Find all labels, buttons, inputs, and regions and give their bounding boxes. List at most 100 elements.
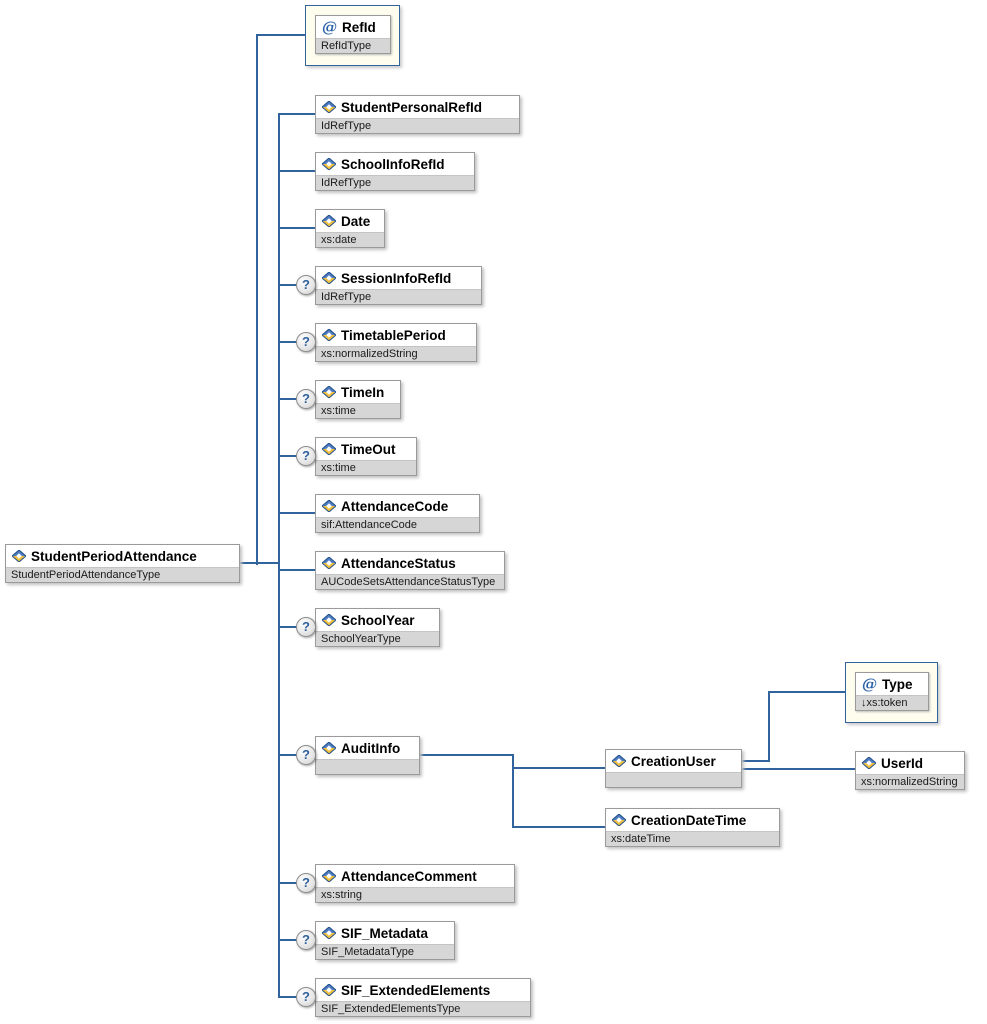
connector-trunk-children [278, 113, 280, 998]
element-icon [322, 272, 336, 284]
connector-audit-trunk [512, 754, 514, 828]
node-timetable-period[interactable]: TimetablePeriod xs:normalizedString [315, 323, 477, 362]
node-type-attr[interactable]: @ Type ↓xs:token [855, 672, 929, 711]
node-name: AttendanceStatus [341, 555, 456, 571]
node-type: SchoolYearType [316, 631, 439, 646]
node-name: StudentPeriodAttendance [31, 548, 197, 564]
element-icon [322, 557, 336, 569]
node-name: SIF_Metadata [341, 925, 429, 941]
element-icon [322, 158, 336, 170]
node-name: AttendanceComment [341, 868, 477, 884]
node-sif-extended-elements[interactable]: SIF_ExtendedElements SIF_ExtendedElement… [315, 978, 531, 1017]
node-time-in[interactable]: TimeIn xs:time [315, 380, 401, 419]
connector-creation-date-time [512, 826, 605, 828]
node-name: AttendanceCode [341, 498, 449, 514]
node-name: SessionInfoRefId [341, 270, 452, 286]
node-creation-date-time[interactable]: CreationDateTime xs:dateTime [605, 808, 780, 847]
element-icon [322, 500, 336, 512]
node-school-info-refid[interactable]: SchoolInfoRefId IdRefType [315, 152, 475, 191]
node-type: xs:normalizedString [316, 346, 476, 361]
node-date[interactable]: Date xs:date [315, 209, 385, 248]
node-name: TimeOut [341, 441, 396, 457]
node-time-out[interactable]: TimeOut xs:time [315, 437, 417, 476]
optional-indicator: ? [296, 332, 316, 352]
node-name: CreationDateTime [631, 812, 747, 828]
element-icon [322, 614, 336, 626]
node-refid[interactable]: @ RefId RefIdType [315, 15, 391, 54]
node-name: SIF_ExtendedElements [341, 982, 491, 998]
optional-indicator: ? [296, 987, 316, 1007]
optional-indicator: ? [296, 446, 316, 466]
node-sif-metadata[interactable]: SIF_Metadata SIF_MetadataType [315, 921, 455, 960]
node-attendance-code[interactable]: AttendanceCode sif:AttendanceCode [315, 494, 480, 533]
attribute-group-refid: @ RefId RefIdType [305, 5, 400, 66]
node-name: TimeIn [341, 384, 385, 400]
connector-user-to-type-h2 [768, 691, 845, 693]
node-type: sif:AttendanceCode [316, 517, 479, 532]
connector-trunk-attribute [256, 34, 258, 565]
element-icon [322, 984, 336, 996]
optional-indicator: ? [296, 389, 316, 409]
node-name: Type [882, 676, 913, 692]
node-name: UserId [881, 755, 924, 771]
node-type: IdRefType [316, 289, 481, 304]
node-type: ↓xs:token [856, 695, 928, 710]
node-school-year[interactable]: SchoolYear SchoolYearType [315, 608, 440, 647]
node-student-period-attendance[interactable]: StudentPeriodAttendance StudentPeriodAtt… [5, 544, 240, 583]
attribute-at-icon: @ [322, 17, 337, 36]
connector-user-to-type-v [768, 691, 770, 762]
connector-audit-out [420, 754, 514, 756]
node-type: AUCodeSetsAttendanceStatusType [316, 574, 504, 589]
element-icon [322, 443, 336, 455]
node-name: RefId [342, 19, 376, 35]
node-attendance-status[interactable]: AttendanceStatus AUCodeSetsAttendanceSta… [315, 551, 505, 590]
node-type: xs:time [316, 460, 416, 475]
node-type: SIF_ExtendedElementsType [316, 1001, 530, 1016]
node-name: Date [341, 213, 371, 229]
optional-indicator: ? [296, 275, 316, 295]
connector-root [240, 562, 280, 564]
node-type: IdRefType [316, 175, 474, 190]
attribute-at-icon: @ [862, 674, 877, 693]
connector-school-info-refid [278, 170, 315, 172]
element-icon [862, 757, 876, 769]
node-type [606, 772, 741, 787]
element-icon [322, 215, 336, 227]
optional-indicator: ? [296, 617, 316, 637]
node-name: StudentPersonalRefId [341, 99, 483, 115]
node-creation-user[interactable]: CreationUser [605, 749, 742, 788]
node-type: StudentPeriodAttendanceType [6, 567, 239, 582]
attribute-group-type: @ Type ↓xs:token [845, 662, 938, 723]
node-name: SchoolYear [341, 612, 415, 628]
node-type: xs:time [316, 403, 400, 418]
node-type: xs:dateTime [606, 831, 779, 846]
node-type: SIF_MetadataType [316, 944, 454, 959]
connector-student-personal-refid [278, 113, 315, 115]
element-icon [322, 742, 336, 754]
element-icon [322, 927, 336, 939]
node-attendance-comment[interactable]: AttendanceComment xs:string [315, 864, 515, 903]
node-type: RefIdType [316, 38, 390, 53]
node-type: IdRefType [316, 118, 519, 133]
optional-indicator: ? [296, 745, 316, 765]
node-session-info-refid[interactable]: SessionInfoRefId IdRefType [315, 266, 482, 305]
element-icon [322, 329, 336, 341]
element-icon [12, 550, 26, 562]
node-name: AuditInfo [341, 740, 401, 756]
connector-attendance-status [278, 569, 315, 571]
node-name: TimetablePeriod [341, 327, 446, 343]
node-student-personal-refid[interactable]: StudentPersonalRefId IdRefType [315, 95, 520, 134]
element-icon [322, 870, 336, 882]
node-user-id[interactable]: UserId xs:normalizedString [855, 751, 965, 790]
node-type: xs:string [316, 887, 514, 902]
connector-refid [256, 34, 305, 36]
node-audit-info[interactable]: AuditInfo [315, 736, 420, 775]
element-icon [322, 101, 336, 113]
connector-creation-user [512, 767, 605, 769]
optional-indicator: ? [296, 873, 316, 893]
element-icon [322, 386, 336, 398]
node-name: CreationUser [631, 753, 716, 769]
node-type [316, 759, 419, 774]
node-type: xs:date [316, 232, 384, 247]
